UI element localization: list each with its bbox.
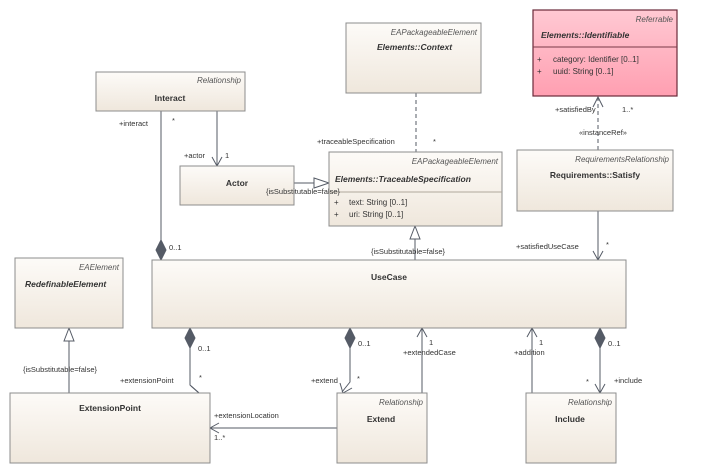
traceable-name: Elements::TraceableSpecification [335, 174, 471, 184]
satisfy-stereotype: RequirementsRelationship [575, 155, 669, 164]
label-ext-point-mult: * [199, 373, 202, 382]
label-include-mult: * [586, 377, 589, 386]
usecase-extend-diamond [344, 326, 356, 350]
class-actor[interactable]: Actor [179, 165, 295, 206]
traceable-attr-uri-visibility: + [334, 210, 339, 219]
identifiable-attr-category-visibility: + [537, 55, 542, 64]
label-satisfied-by: +satisfiedBy [555, 105, 596, 114]
label-actor-mult: 1 [225, 151, 229, 160]
identifiable-name: Elements::Identifiable [541, 30, 630, 40]
context-name: Elements::Context [377, 42, 453, 52]
instance-ref-arrowhead [592, 95, 604, 108]
label-instance-ref: «instanceRef» [579, 128, 627, 137]
label-interact-role: +interact [119, 119, 149, 128]
traceable-attr-uri: uri: String [0..1] [349, 210, 403, 219]
context-stereotype: EAPackageableElement [391, 28, 478, 37]
label-actor-substitutable: {isSubstitutable=false} [266, 187, 341, 196]
label-satisfied-usecase-mult: * [606, 240, 609, 249]
label-ext-location-role: +extensionLocation [214, 411, 279, 420]
extensionpoint-generalization-triangle [63, 326, 75, 342]
usecase-name: UseCase [371, 272, 407, 282]
interact-stereotype: Relationship [197, 76, 242, 85]
class-usecase[interactable]: UseCase [151, 259, 627, 329]
satisfy-name: Requirements::Satisfy [550, 170, 640, 180]
class-context[interactable]: EAPackageableElement Elements::Context [345, 22, 482, 94]
label-extended-case-mult: 1 [429, 338, 433, 347]
identifiable-attr-uuid-visibility: + [537, 67, 542, 76]
label-ep-mult-uc: 0..1 [198, 344, 211, 353]
label-satisfied-by-mult: 1..* [622, 105, 633, 114]
include-name: Include [555, 414, 585, 424]
interact-name: Interact [155, 93, 186, 103]
redefinable-stereotype: EAElement [79, 263, 120, 272]
extensionpoint-name: ExtensionPoint [79, 403, 141, 413]
include-stereotype: Relationship [568, 398, 613, 407]
extend-stereotype: Relationship [379, 398, 424, 407]
class-include[interactable]: Relationship Include [525, 392, 617, 464]
label-extend-role: +extend [311, 376, 338, 385]
traceable-attr-text-visibility: + [334, 198, 339, 207]
label-ext-point-role: +extensionPoint [120, 376, 174, 385]
usecase-include-diamond [594, 326, 606, 350]
usecase-generalization-triangle [409, 224, 421, 240]
label-extend-mult-uc: 0..1 [358, 339, 371, 348]
class-extension-point[interactable]: ExtensionPoint [9, 392, 211, 464]
class-extend[interactable]: Relationship Extend [336, 392, 428, 464]
label-interact-mult: * [172, 116, 175, 125]
class-identifiable[interactable]: Referrable Elements::Identifiable + cate… [532, 9, 678, 97]
identifiable-stereotype: Referrable [636, 15, 674, 24]
identifiable-attr-uuid: uuid: String [0..1] [553, 67, 613, 76]
label-addition-mult: 1 [539, 338, 543, 347]
actor-name: Actor [226, 178, 249, 188]
usecase-interact-diamond [155, 238, 167, 262]
label-usecase-substitutable: {isSubstitutable=false} [371, 247, 446, 256]
label-extend-mult: * [357, 374, 360, 383]
label-redefinable-substitutable: {isSubstitutable=false} [23, 365, 98, 374]
label-actor-role: +actor [184, 151, 206, 160]
class-redefinable-element[interactable]: EAElement RedefinableElement [14, 257, 124, 329]
label-usecase-interact-mult: 0..1 [169, 243, 182, 252]
redefinable-name: RedefinableElement [25, 279, 107, 289]
label-traceable-role: +traceableSpecification [317, 137, 395, 146]
label-ext-location-mult: 1..* [214, 433, 225, 442]
label-satisfied-usecase: +satisfiedUseCase [516, 242, 579, 251]
class-traceable-specification[interactable]: EAPackageableElement Elements::Traceable… [328, 151, 503, 227]
label-traceable-mult: * [433, 137, 436, 146]
label-include-mult-uc: 0..1 [608, 339, 621, 348]
usecase-extensionpoint-diamond [184, 326, 196, 350]
traceable-attr-text: text: String [0..1] [349, 198, 407, 207]
class-satisfy[interactable]: RequirementsRelationship Requirements::S… [516, 149, 674, 212]
label-extended-case-role: +extendedCase [403, 348, 456, 357]
label-include-role: +include [614, 376, 642, 385]
identifiable-attr-category: category: Identifier [0..1] [553, 55, 639, 64]
label-addition-role: +addition [514, 348, 545, 357]
class-interact[interactable]: Relationship Interact [95, 71, 246, 112]
actor-generalization-triangle [313, 177, 331, 189]
usecase-extend-composition [341, 348, 351, 393]
traceable-stereotype: EAPackageableElement [412, 157, 499, 166]
extend-name: Extend [367, 414, 395, 424]
